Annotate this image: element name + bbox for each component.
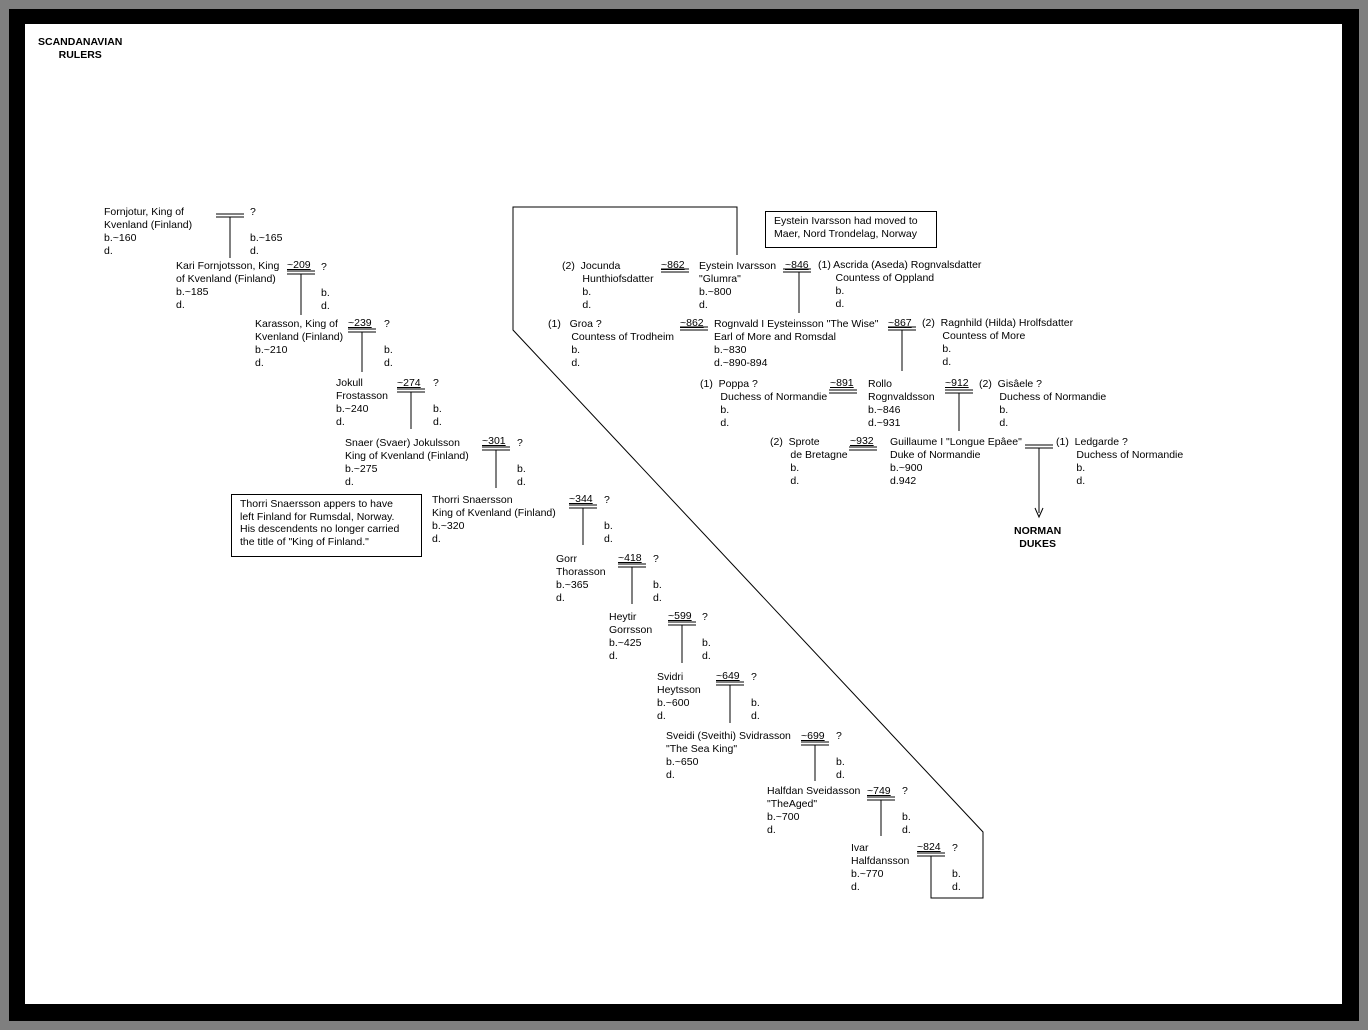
- person-svidri: Svidri Heytsson b.~600 d.: [657, 671, 701, 722]
- marriage-date-eystein-ascrida: ~846: [785, 259, 809, 271]
- marriage-date-jokull: ~274: [397, 377, 421, 389]
- spouse-halfdan: ? b. d.: [902, 785, 911, 836]
- spouse-thorri: ? b. d.: [604, 494, 613, 545]
- person-sprote: (2) Sprote de Bretagne b. d.: [770, 436, 848, 487]
- person-ledgarde: (1) Ledgarde ? Duchess of Normandie b. d…: [1056, 436, 1184, 487]
- person-gisaele: (2) Gisâele ? Duchess of Normandie b. d.: [979, 378, 1107, 429]
- marriage-date-snaer: ~301: [482, 435, 506, 447]
- person-kari: Kari Fornjotsson, King of Kvenland (Finl…: [176, 260, 280, 311]
- marriage-date-ivar: ~824: [917, 841, 941, 853]
- spouse-gorr: ? b. d.: [653, 553, 662, 604]
- person-ragnhild: (2) Ragnhild (Hilda) Hrolfsdatter Counte…: [922, 317, 1074, 368]
- person-gorr: Gorr Thorasson b.~365 d.: [556, 553, 606, 604]
- marriage-date-gorr: ~418: [618, 552, 642, 564]
- spouse-kari: ? b. d.: [321, 261, 330, 312]
- norman-dukes-label: NORMAN DUKES: [1014, 525, 1062, 550]
- marriage-date-eystein-jocunda: ~862: [661, 259, 685, 271]
- marriage-date-rollo-poppa: ~891: [830, 377, 854, 389]
- note-eystein: Eystein Ivarsson had moved to Maer, Nord…: [765, 211, 937, 248]
- person-thorri: Thorri Snaersson King of Kvenland (Finla…: [432, 494, 556, 545]
- person-snaer: Snaer (Svaer) Jokulsson King of Kvenland…: [345, 437, 469, 488]
- person-halfdan: Halfdan Sveidasson "TheAged" b.~700 d.: [767, 785, 861, 836]
- marriage-date-rollo-gisaele: ~912: [945, 377, 969, 389]
- spouse-sveidi: ? b. d.: [836, 730, 845, 781]
- person-rollo: Rollo Rognvaldsson b.~846 d.~931: [868, 378, 935, 429]
- person-groa: (1) Groa ? Countess of Trodheim b. d.: [548, 318, 675, 369]
- person-heytir: Heytir Gorrsson b.~425 d.: [609, 611, 653, 662]
- person-eystein: Eystein Ivarsson "Glumra" b.~800 d.: [699, 260, 777, 311]
- marriage-date-rognvald-ragnhild: ~867: [888, 317, 912, 329]
- note-finland: Thorri Snaersson appers to have left Fin…: [231, 494, 422, 557]
- person-ivar: Ivar Halfdansson b.~770 d.: [851, 842, 910, 893]
- marriage-date-halfdan: ~749: [867, 785, 891, 797]
- spouse-karasson: ? b. d.: [384, 318, 393, 369]
- spouse-heytir: ? b. d.: [702, 611, 711, 662]
- person-sveidi: Sveidi (Sveithi) Svidrasson "The Sea Kin…: [666, 730, 791, 781]
- connector-lines: [216, 206, 1053, 899]
- spouse-fornjotur: ? b.~165 d.: [250, 206, 283, 257]
- marriage-date-guillaume-sprote: ~932: [850, 435, 874, 447]
- chart-page: SCANDANAVIAN RULERS Thorri Snaersson app…: [25, 24, 1342, 1004]
- spouse-snaer: ? b. d.: [517, 437, 526, 488]
- marriage-date-svidri: ~649: [716, 670, 740, 682]
- person-karasson: Karasson, King of Kvenland (Finland) b.~…: [255, 318, 344, 369]
- person-rognvald: Rognvald I Eysteinsson "The Wise" Earl o…: [714, 318, 879, 369]
- person-fornjotur: Fornjotur, King of Kvenland (Finland) b.…: [104, 206, 193, 257]
- person-jocunda: (2) Jocunda Hunthiofsdatter b. d.: [562, 260, 654, 311]
- marriage-date-thorri: ~344: [569, 493, 593, 505]
- marriage-date-heytir: ~599: [668, 610, 692, 622]
- marriage-date-kari: ~209: [287, 259, 311, 271]
- spouse-ivar: ? b. d.: [952, 842, 961, 893]
- person-poppa: (1) Poppa ? Duchess of Normandie b. d.: [700, 378, 828, 429]
- person-ascrida: (1) Ascrida (Aseda) Rognvalsdatter Count…: [818, 259, 982, 310]
- spouse-jokull: ? b. d.: [433, 377, 442, 428]
- person-guillaume: Guillaume I "Longue Epâee" Duke of Norma…: [890, 436, 1022, 487]
- marriage-date-rognvald-groa: ~862: [680, 317, 704, 329]
- spouse-svidri: ? b. d.: [751, 671, 760, 722]
- chart-title: SCANDANAVIAN RULERS: [38, 36, 123, 61]
- marriage-date-karasson: ~239: [348, 317, 372, 329]
- person-jokull: Jokull Frostasson b.~240 d.: [336, 377, 388, 428]
- marriage-date-sveidi: ~699: [801, 730, 825, 742]
